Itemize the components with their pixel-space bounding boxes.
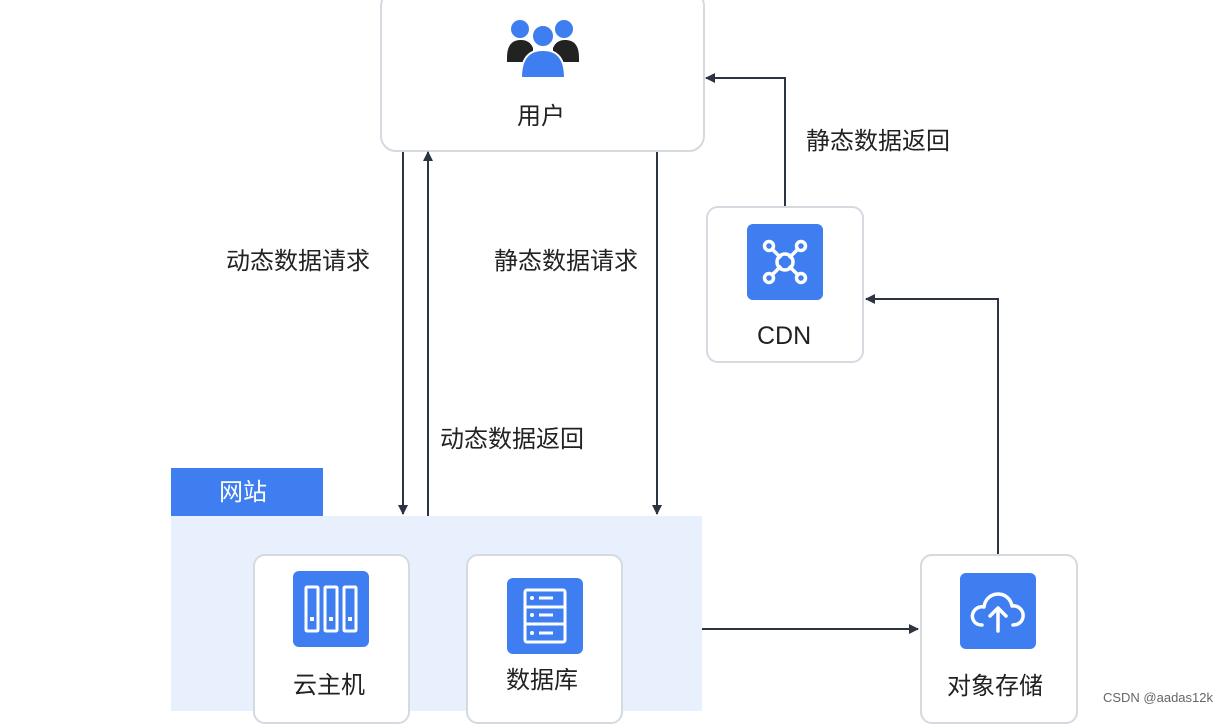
database-label: 数据库 <box>506 666 578 694</box>
server-rack-icon <box>293 571 369 647</box>
object-storage-label: 对象存储 <box>947 672 1043 700</box>
database-icon <box>507 578 583 654</box>
edge-label-static-return: 静态数据返回 <box>806 127 950 155</box>
edge-label-dynamic-return: 动态数据返回 <box>440 425 584 453</box>
edge-label-static-request: 静态数据请求 <box>494 247 638 275</box>
users-group-icon <box>505 16 581 80</box>
cloud-upload-icon <box>960 573 1036 649</box>
user-label: 用户 <box>517 102 565 130</box>
arrow-storage-to-cdn <box>865 294 999 554</box>
edge-label-dynamic-request: 动态数据请求 <box>226 247 370 275</box>
vm-label: 云主机 <box>293 671 365 699</box>
arrow-static-return <box>705 73 786 206</box>
website-group-tab: 网站 <box>171 468 323 516</box>
watermark: CSDN @aadas12k <box>1102 690 1213 705</box>
cdn-network-icon <box>747 224 823 300</box>
cdn-label: CDN <box>757 322 812 350</box>
